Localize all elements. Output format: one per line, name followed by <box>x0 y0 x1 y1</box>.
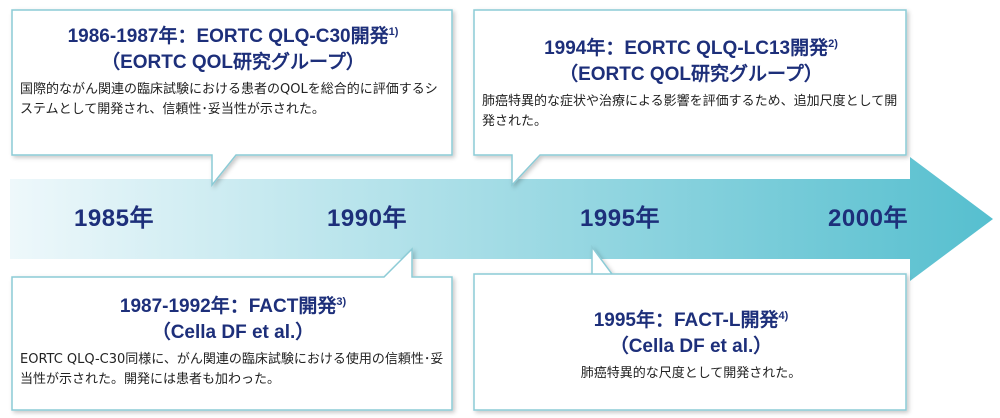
event-description: 肺癌特異的な症状や治療による影響を評価するため、追加尺度として開発された。 <box>482 94 898 129</box>
timeline-arrow <box>10 157 993 281</box>
year-label-1990: 1990年 <box>327 205 407 232</box>
year-label-1985: 1985年 <box>74 205 154 232</box>
event-title: 1994年：EORTC QLQ-LC13開発2) <box>482 36 900 62</box>
event-box-outline-2 <box>473 9 907 187</box>
event-title-line1: 1987-1992年：FACT開発 <box>119 296 337 317</box>
event-eortc-qlq-c30: 1986-1987年：EORTC QLQ-C30開発1) （EORTC QOL研… <box>20 24 446 119</box>
reference-marker: 3) <box>336 296 347 308</box>
event-fact-l: 1995年：FACT-L開発4) （Cella DF et al.） 肺癌特異的… <box>482 308 900 384</box>
year-label-1995: 1995年 <box>580 205 660 232</box>
event-subtitle: （EORTC QOL研究グループ） <box>559 64 823 85</box>
event-title: 1995年：FACT-L開発4) <box>482 308 900 334</box>
event-box-outline-1 <box>11 9 453 188</box>
event-description: EORTC QLQ-C30同様に、がん関連の臨床試験における使用の信頼性･妥当性… <box>20 352 444 387</box>
event-eortc-qlq-lc13: 1994年：EORTC QLQ-LC13開発2) （EORTC QOL研究グルー… <box>482 36 900 131</box>
reference-marker: 4) <box>778 310 789 322</box>
event-title-line1: 1986-1987年：EORTC QLQ-C30開発 <box>67 26 389 47</box>
event-title-line1: 1995年：FACT-L開発 <box>593 310 779 331</box>
event-subtitle: （Cella DF et al.） <box>151 322 315 343</box>
event-subtitle: （EORTC QOL研究グループ） <box>101 52 365 73</box>
event-description: 国際的ながん関連の臨床試験における患者のQOLを総合的に評価するシステムとして開… <box>20 82 438 117</box>
event-fact: 1987-1992年：FACT開発3) （Cella DF et al.） EO… <box>20 294 446 389</box>
event-title: 1987-1992年：FACT開発3) <box>20 294 446 320</box>
event-box-outline-4 <box>473 244 907 411</box>
event-subtitle: （Cella DF et al.） <box>609 336 773 357</box>
event-title: 1986-1987年：EORTC QLQ-C30開発1) <box>20 24 446 50</box>
reference-marker: 1) <box>388 26 399 38</box>
event-box-outline-3 <box>11 247 453 411</box>
year-label-2000: 2000年 <box>828 205 908 232</box>
reference-marker: 2) <box>828 38 838 50</box>
event-title-line1: 1994年：EORTC QLQ-LC13開発 <box>544 38 829 59</box>
event-description: 肺癌特異的な尺度として開発された。 <box>580 366 802 381</box>
